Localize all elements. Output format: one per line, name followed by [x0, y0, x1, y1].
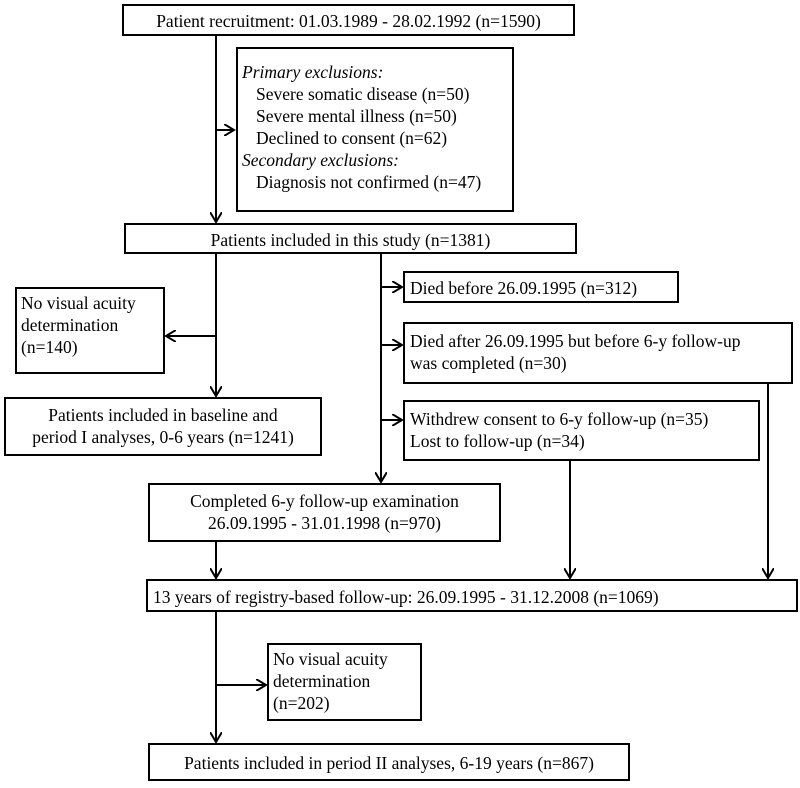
baseline-line2: period I analyses, 0-6 years (n=1241) [32, 427, 294, 447]
died-before-box: Died before 26.09.1995 (n=312) [403, 271, 679, 303]
no-va-2-line2: determination [273, 671, 371, 691]
died-after-line1: Died after 26.09.1995 but before 6-y fol… [410, 331, 741, 351]
baseline-line1: Patients included in baseline and [48, 405, 278, 425]
exclusion-item-mental: Severe mental illness (n=50) [256, 106, 457, 126]
no-visual-acuity-box-2: No visual acuity determination (n=202) [267, 643, 422, 721]
exclusion-item-diagnosis: Diagnosis not confirmed (n=47) [256, 172, 482, 192]
recruitment-text: Patient recruitment: 01.03.1989 - 28.02.… [156, 11, 541, 31]
exclusions-box: Primary exclusions: Severe somatic disea… [236, 47, 514, 212]
died-after-line2: was completed (n=30) [410, 353, 567, 373]
baseline-box: Patients included in baseline and period… [4, 397, 322, 456]
primary-exclusions-title: Primary exclusions: [242, 62, 384, 82]
registry-text: 13 years of registry-based follow-up: 26… [153, 587, 659, 607]
no-visual-acuity-box-1: No visual acuity determination (n=140) [15, 287, 165, 374]
exclusion-item-declined: Declined to consent (n=62) [256, 128, 448, 148]
period2-box: Patients included in period II analyses,… [148, 743, 630, 781]
withdrew-line2: Lost to follow-up (n=34) [410, 431, 585, 451]
period2-text: Patients included in period II analyses,… [184, 753, 594, 773]
died-after-box: Died after 26.09.1995 but before 6-y fol… [403, 322, 793, 384]
completed-box: Completed 6-y follow-up examination 26.0… [148, 483, 501, 542]
no-va-1-line3: (n=140) [21, 337, 78, 357]
completed-line1: Completed 6-y follow-up examination [190, 491, 459, 511]
died-before-text: Died before 26.09.1995 (n=312) [410, 278, 638, 298]
no-va-2-line3: (n=202) [273, 693, 330, 713]
completed-line2: 26.09.1995 - 31.01.1998 (n=970) [208, 513, 441, 533]
included-text: Patients included in this study (n=1381) [210, 230, 491, 250]
recruitment-box: Patient recruitment: 01.03.1989 - 28.02.… [122, 4, 575, 36]
no-va-1-line1: No visual acuity [21, 293, 136, 313]
no-va-1-line2: determination [21, 315, 119, 335]
no-va-2-line1: No visual acuity [273, 649, 388, 669]
withdrew-box: Withdrew consent to 6-y follow-up (n=35)… [403, 400, 760, 461]
exclusion-item-somatic: Severe somatic disease (n=50) [256, 84, 470, 104]
registry-box: 13 years of registry-based follow-up: 26… [146, 579, 798, 612]
withdrew-line1: Withdrew consent to 6-y follow-up (n=35) [410, 409, 709, 429]
secondary-exclusions-title: Secondary exclusions: [242, 150, 399, 170]
included-box: Patients included in this study (n=1381) [124, 223, 577, 254]
